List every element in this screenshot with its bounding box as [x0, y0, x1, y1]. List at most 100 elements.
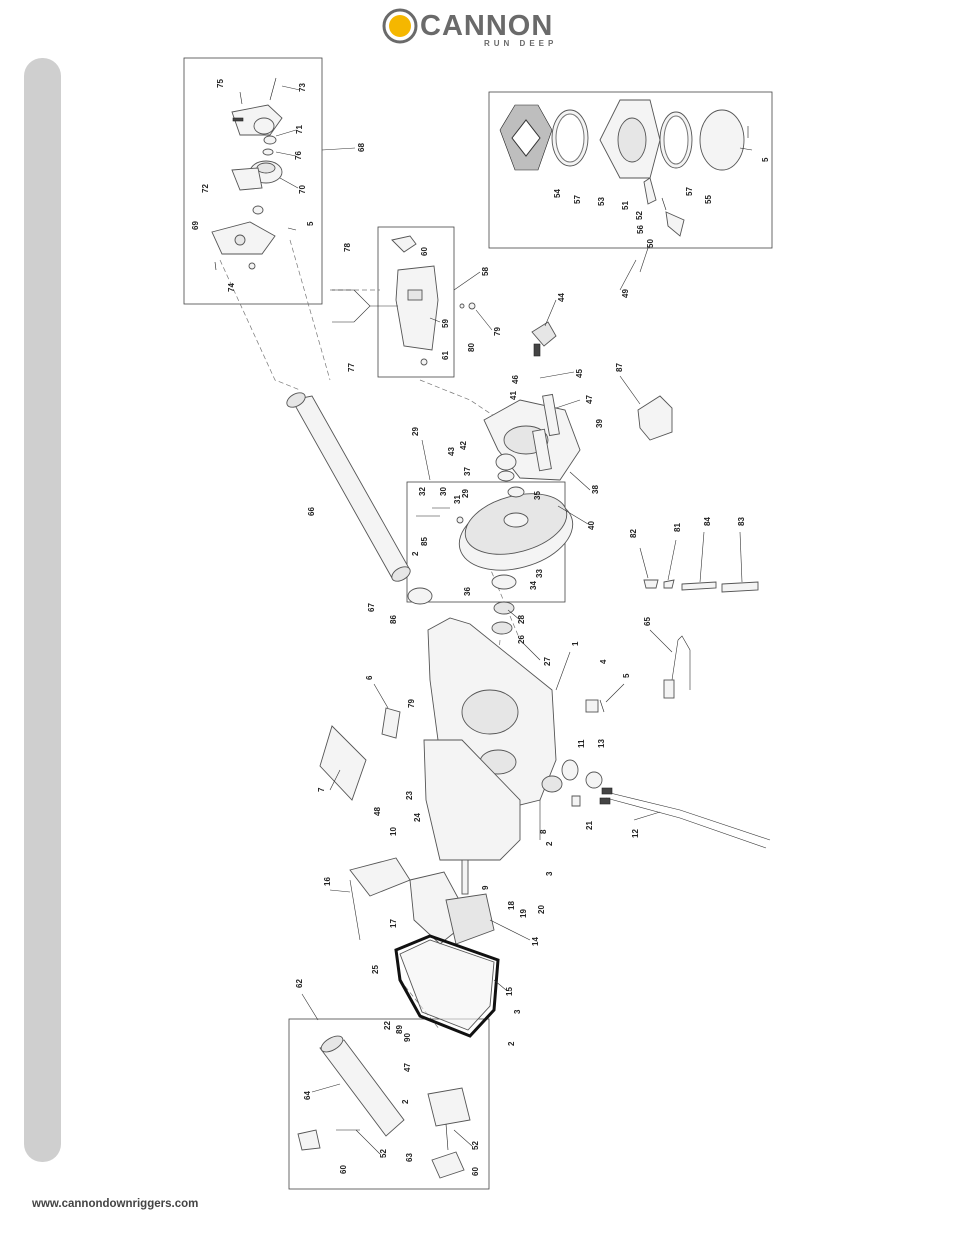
label-61: 61 — [441, 351, 450, 360]
label-4: 4 — [599, 659, 608, 664]
label-35: 35 — [533, 491, 542, 500]
label-54: 54 — [553, 189, 562, 198]
part-6-cover — [381, 707, 401, 739]
label-51: 51 — [621, 201, 630, 210]
box-part-58 — [377, 226, 455, 378]
logo-wordmark: CANNON — [420, 10, 554, 42]
label-29b: 29 — [461, 489, 470, 498]
label-57a: 57 — [573, 195, 582, 204]
label-7: 7 — [317, 787, 326, 792]
label-70: 70 — [298, 185, 307, 194]
part-5 — [599, 699, 605, 713]
label-80: 80 — [467, 343, 476, 352]
part-65-cord — [677, 635, 691, 690]
part-83 — [721, 581, 759, 593]
label-33: 33 — [535, 569, 544, 578]
part-labels: 75 73 71 76 70 72 68 5 69 74 78 77 60 58… — [191, 79, 770, 1176]
label-6: 6 — [365, 675, 374, 680]
label-3b: 3 — [513, 1009, 522, 1014]
label-18: 18 — [507, 901, 516, 910]
label-2d: 2 — [401, 1099, 410, 1104]
label-16: 16 — [323, 877, 332, 886]
part-16-board — [349, 857, 411, 897]
label-71: 71 — [295, 125, 304, 134]
label-69: 69 — [191, 221, 200, 230]
label-78: 78 — [343, 243, 352, 252]
label-28: 28 — [517, 615, 526, 624]
label-77: 77 — [347, 363, 356, 372]
label-60b: 60 — [339, 1165, 348, 1174]
label-58: 58 — [481, 267, 490, 276]
label-52a: 52 — [635, 211, 644, 220]
label-27: 27 — [543, 657, 552, 666]
label-30: 30 — [439, 487, 448, 496]
label-8: 8 — [539, 829, 548, 834]
label-41: 41 — [509, 391, 518, 400]
label-15: 15 — [505, 987, 514, 996]
label-53: 53 — [597, 197, 606, 206]
part-49-assembly — [499, 99, 753, 237]
label-44: 44 — [557, 293, 566, 302]
label-83: 83 — [737, 517, 746, 526]
logo-circle-icon — [382, 8, 418, 44]
label-26: 26 — [517, 635, 526, 644]
label-47b: 47 — [403, 1063, 412, 1072]
label-50: 50 — [646, 239, 655, 248]
label-5b: 5 — [761, 157, 770, 162]
label-63: 63 — [405, 1153, 414, 1162]
label-24: 24 — [413, 813, 422, 822]
label-3a: 3 — [545, 871, 554, 876]
leader-lines — [275, 85, 743, 1155]
label-76: 76 — [294, 151, 303, 160]
label-2c: 2 — [507, 1041, 516, 1046]
label-65: 65 — [643, 617, 652, 626]
label-39: 39 — [595, 419, 604, 428]
label-31: 31 — [453, 495, 462, 504]
label-22: 22 — [383, 1021, 392, 1030]
label-46: 46 — [511, 375, 520, 384]
part-82 — [643, 579, 659, 589]
part-11 — [561, 759, 579, 781]
label-42: 42 — [459, 441, 468, 450]
label-86: 86 — [389, 615, 398, 624]
label-38: 38 — [591, 485, 600, 494]
label-79a: 79 — [493, 327, 502, 336]
label-17: 17 — [389, 919, 398, 928]
label-75: 75 — [216, 79, 225, 88]
label-9: 9 — [481, 885, 490, 890]
label-5a: 5 — [306, 221, 315, 226]
label-60c: 60 — [471, 1167, 480, 1176]
side-bar — [24, 58, 61, 1162]
label-32: 32 — [418, 487, 427, 496]
label-34: 34 — [529, 581, 538, 590]
part-66-tube — [286, 392, 411, 582]
label-64: 64 — [303, 1091, 312, 1100]
label-13: 13 — [597, 739, 606, 748]
part-81 — [663, 579, 675, 589]
part-21 — [571, 795, 581, 807]
label-25: 25 — [371, 965, 380, 974]
label-79b: 79 — [407, 699, 416, 708]
label-74: 74 — [227, 283, 236, 292]
label-87: 87 — [615, 363, 624, 372]
logo-tagline: RUN DEEP — [484, 39, 558, 48]
label-55: 55 — [704, 195, 713, 204]
label-84: 84 — [703, 517, 712, 526]
label-29a: 29 — [411, 427, 420, 436]
label-48: 48 — [373, 807, 382, 816]
part-29-reel — [416, 486, 574, 590]
part-15-gasket — [394, 934, 500, 1038]
footer-url[interactable]: www.cannondownriggers.com — [32, 1198, 199, 1210]
label-2a: 2 — [411, 551, 420, 556]
label-36: 36 — [463, 587, 472, 596]
label-52b: 52 — [379, 1149, 388, 1158]
label-40: 40 — [587, 521, 596, 530]
part-3-gasket — [423, 739, 521, 861]
label-5c: 5 — [622, 673, 631, 678]
label-1: 1 — [571, 641, 580, 646]
label-66: 66 — [307, 507, 316, 516]
label-20: 20 — [537, 905, 546, 914]
label-2b: 2 — [545, 841, 554, 846]
label-21: 21 — [585, 821, 594, 830]
label-52c: 52 — [471, 1141, 480, 1150]
